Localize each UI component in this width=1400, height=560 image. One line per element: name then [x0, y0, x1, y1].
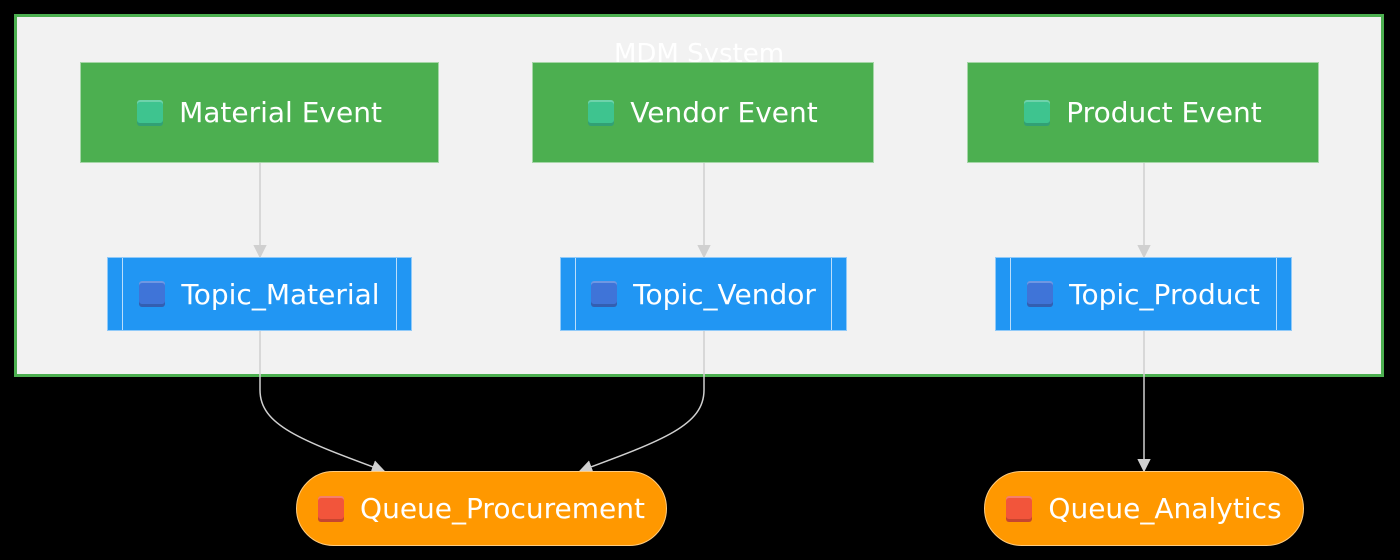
node-label: Vendor Event — [630, 96, 818, 129]
blue-square-icon — [1027, 281, 1054, 307]
blue-square-icon — [591, 281, 618, 307]
node-material-event[interactable]: Material Event — [80, 62, 439, 163]
node-label: Queue_Procurement — [360, 492, 645, 525]
green-square-icon — [137, 99, 164, 126]
node-label: Material Event — [179, 96, 382, 129]
node-topic-product[interactable]: Topic_Product — [995, 257, 1292, 331]
blue-square-icon — [139, 281, 166, 307]
red-square-icon — [1006, 495, 1033, 522]
node-label: Queue_Analytics — [1048, 492, 1282, 525]
node-queue-analytics[interactable]: Queue_Analytics — [984, 471, 1304, 546]
edge-topic-vendor-to-queue-procurement — [578, 331, 705, 474]
edge-topic-material-to-queue-procurement — [259, 331, 386, 474]
node-label: Topic_Product — [1069, 277, 1260, 311]
node-label: Product Event — [1066, 96, 1262, 129]
node-label: Topic_Material — [181, 277, 380, 311]
node-label: Topic_Vendor — [633, 277, 816, 311]
node-product-event[interactable]: Product Event — [967, 62, 1319, 163]
green-square-icon — [588, 99, 615, 126]
red-square-icon — [318, 495, 345, 522]
node-queue-procurement[interactable]: Queue_Procurement — [296, 471, 667, 546]
green-square-icon — [1024, 99, 1051, 126]
node-vendor-event[interactable]: Vendor Event — [532, 62, 874, 163]
node-topic-vendor[interactable]: Topic_Vendor — [560, 257, 847, 331]
node-topic-material[interactable]: Topic_Material — [107, 257, 412, 331]
